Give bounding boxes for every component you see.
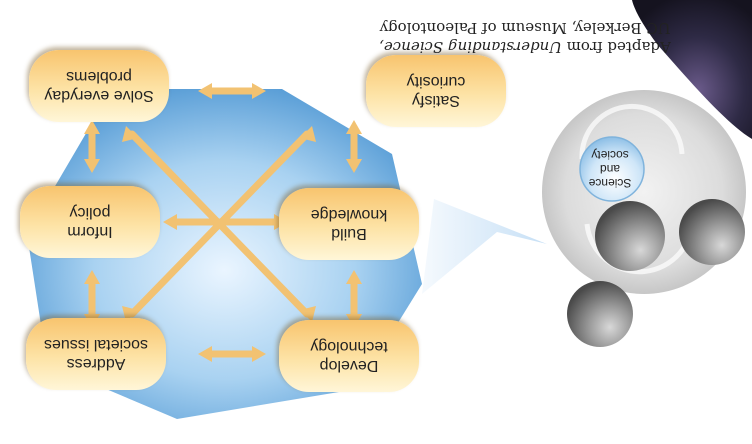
node-label-line: Build	[331, 224, 367, 243]
inset-sphere	[679, 199, 745, 265]
node-label-line: Solve everyday	[44, 86, 153, 105]
connector-beam	[422, 199, 547, 294]
caption-line-1: Adapted from Understanding Science,	[304, 37, 746, 56]
source-caption: Adapted from Understanding Science, UC B…	[304, 18, 746, 56]
inset-label-line: and	[600, 162, 620, 176]
node-inform-policy: Inform policy	[20, 186, 160, 258]
caption-italic: Understanding Science,	[379, 38, 562, 56]
inset-label-line: society	[591, 148, 628, 162]
node-develop-technology: Develop technology	[279, 320, 419, 392]
inset-label-line: Science	[589, 176, 632, 190]
node-label-line: problems	[66, 67, 132, 86]
caption-prefix: Adapted from	[562, 38, 671, 56]
inset-sphere	[567, 281, 633, 347]
node-label-line: knowledge	[311, 205, 388, 224]
inset-highlight-label: Science and society	[573, 139, 647, 199]
node-label-line: curiosity	[407, 72, 466, 91]
caption-line-2: UC Berkeley, Museum of Paleontology	[304, 18, 746, 37]
node-label-line: technology	[310, 337, 387, 356]
node-label-line: policy	[70, 203, 111, 222]
node-label-line: societal issues	[44, 335, 148, 354]
inset-sphere	[595, 201, 665, 271]
node-label-line: Develop	[320, 356, 379, 375]
node-satisfy-curiosity: Satisfy curiosity	[366, 55, 506, 127]
node-label-line: Inform	[67, 222, 112, 241]
node-solve-everyday-problems: Solve everyday problems	[29, 50, 169, 122]
node-label-line: Address	[67, 354, 126, 373]
node-label-line: Satisfy	[412, 91, 460, 110]
node-address-societal-issues: Address societal issues	[26, 318, 166, 390]
node-build-knowledge: Build knowledge	[279, 188, 419, 260]
